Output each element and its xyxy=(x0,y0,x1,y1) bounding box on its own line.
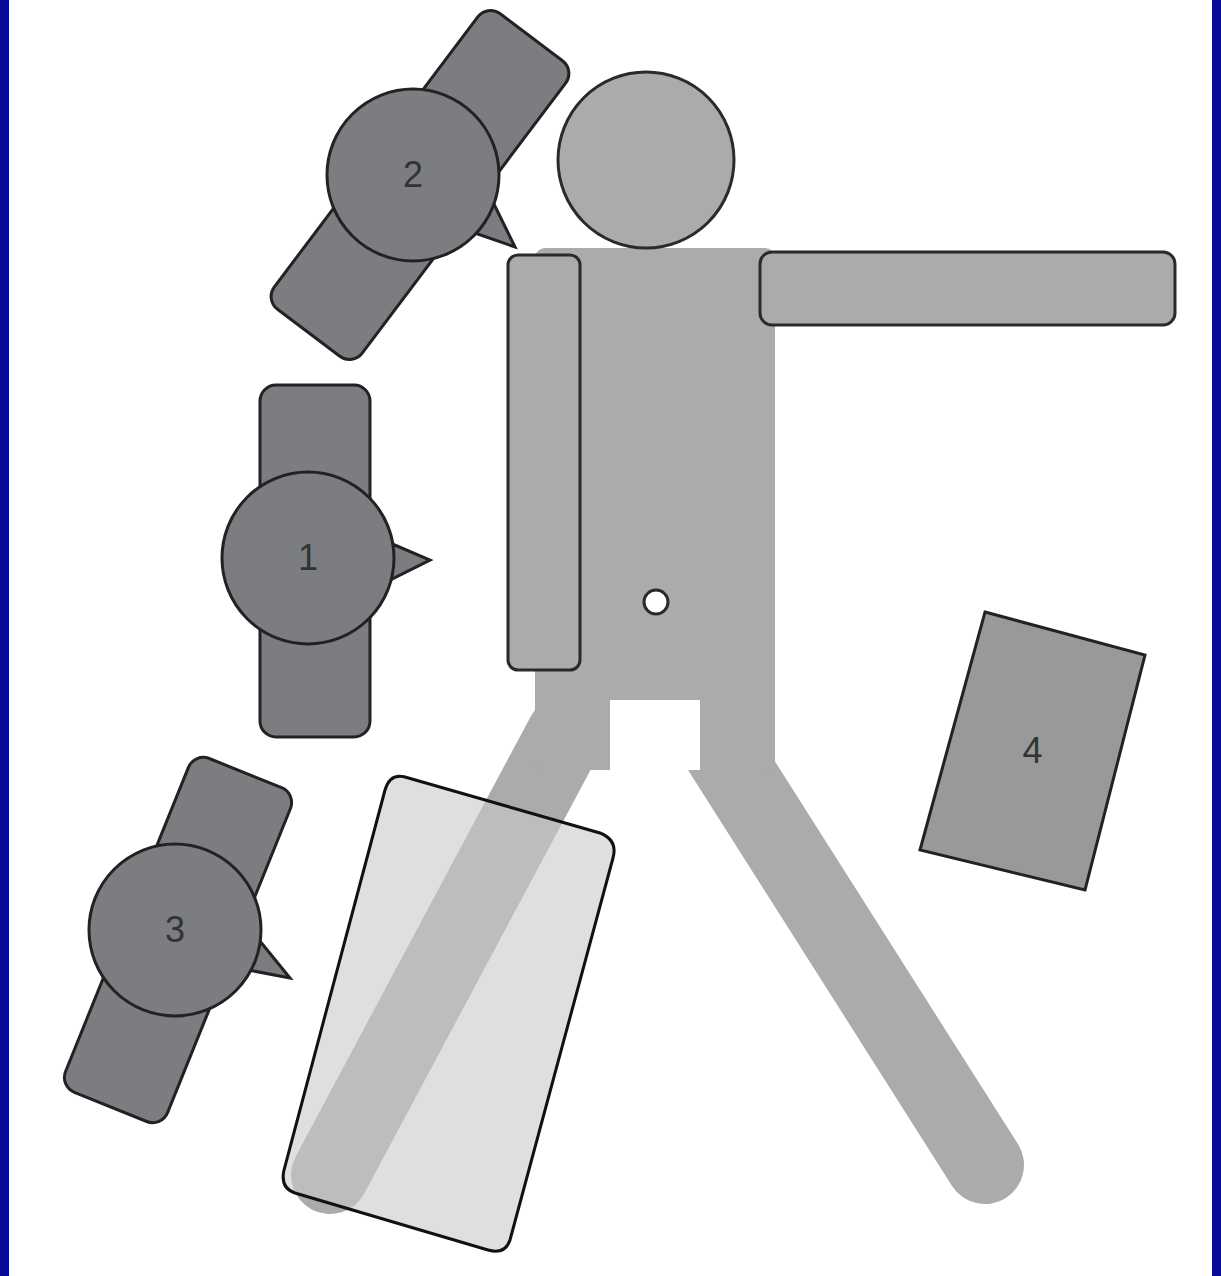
staff-shoulders xyxy=(60,753,297,1128)
leg-gap xyxy=(610,700,700,770)
node-shape xyxy=(327,89,499,261)
frame-edge xyxy=(1212,0,1221,1276)
frame-edge xyxy=(0,0,9,1276)
node-shape xyxy=(920,612,1145,890)
callout-number: 4 xyxy=(1022,733,1042,769)
patient-arm xyxy=(760,252,1175,325)
patient-arm xyxy=(508,255,580,670)
staff-head: 3 xyxy=(87,842,263,1018)
staff-shoulders xyxy=(265,4,576,366)
site-marker xyxy=(644,590,668,614)
equipment-table: 4 xyxy=(920,612,1145,890)
staff-facing xyxy=(390,543,430,580)
node-shape xyxy=(222,472,394,644)
callout-number: 1 xyxy=(298,540,318,576)
staff-head: 2 xyxy=(325,87,501,263)
staff-head: 1 xyxy=(220,470,396,646)
patient-head xyxy=(558,72,734,248)
callout-number: 3 xyxy=(165,912,185,948)
node-shape xyxy=(89,844,261,1016)
leg-board xyxy=(283,776,614,1251)
callout-number: 2 xyxy=(403,157,423,193)
